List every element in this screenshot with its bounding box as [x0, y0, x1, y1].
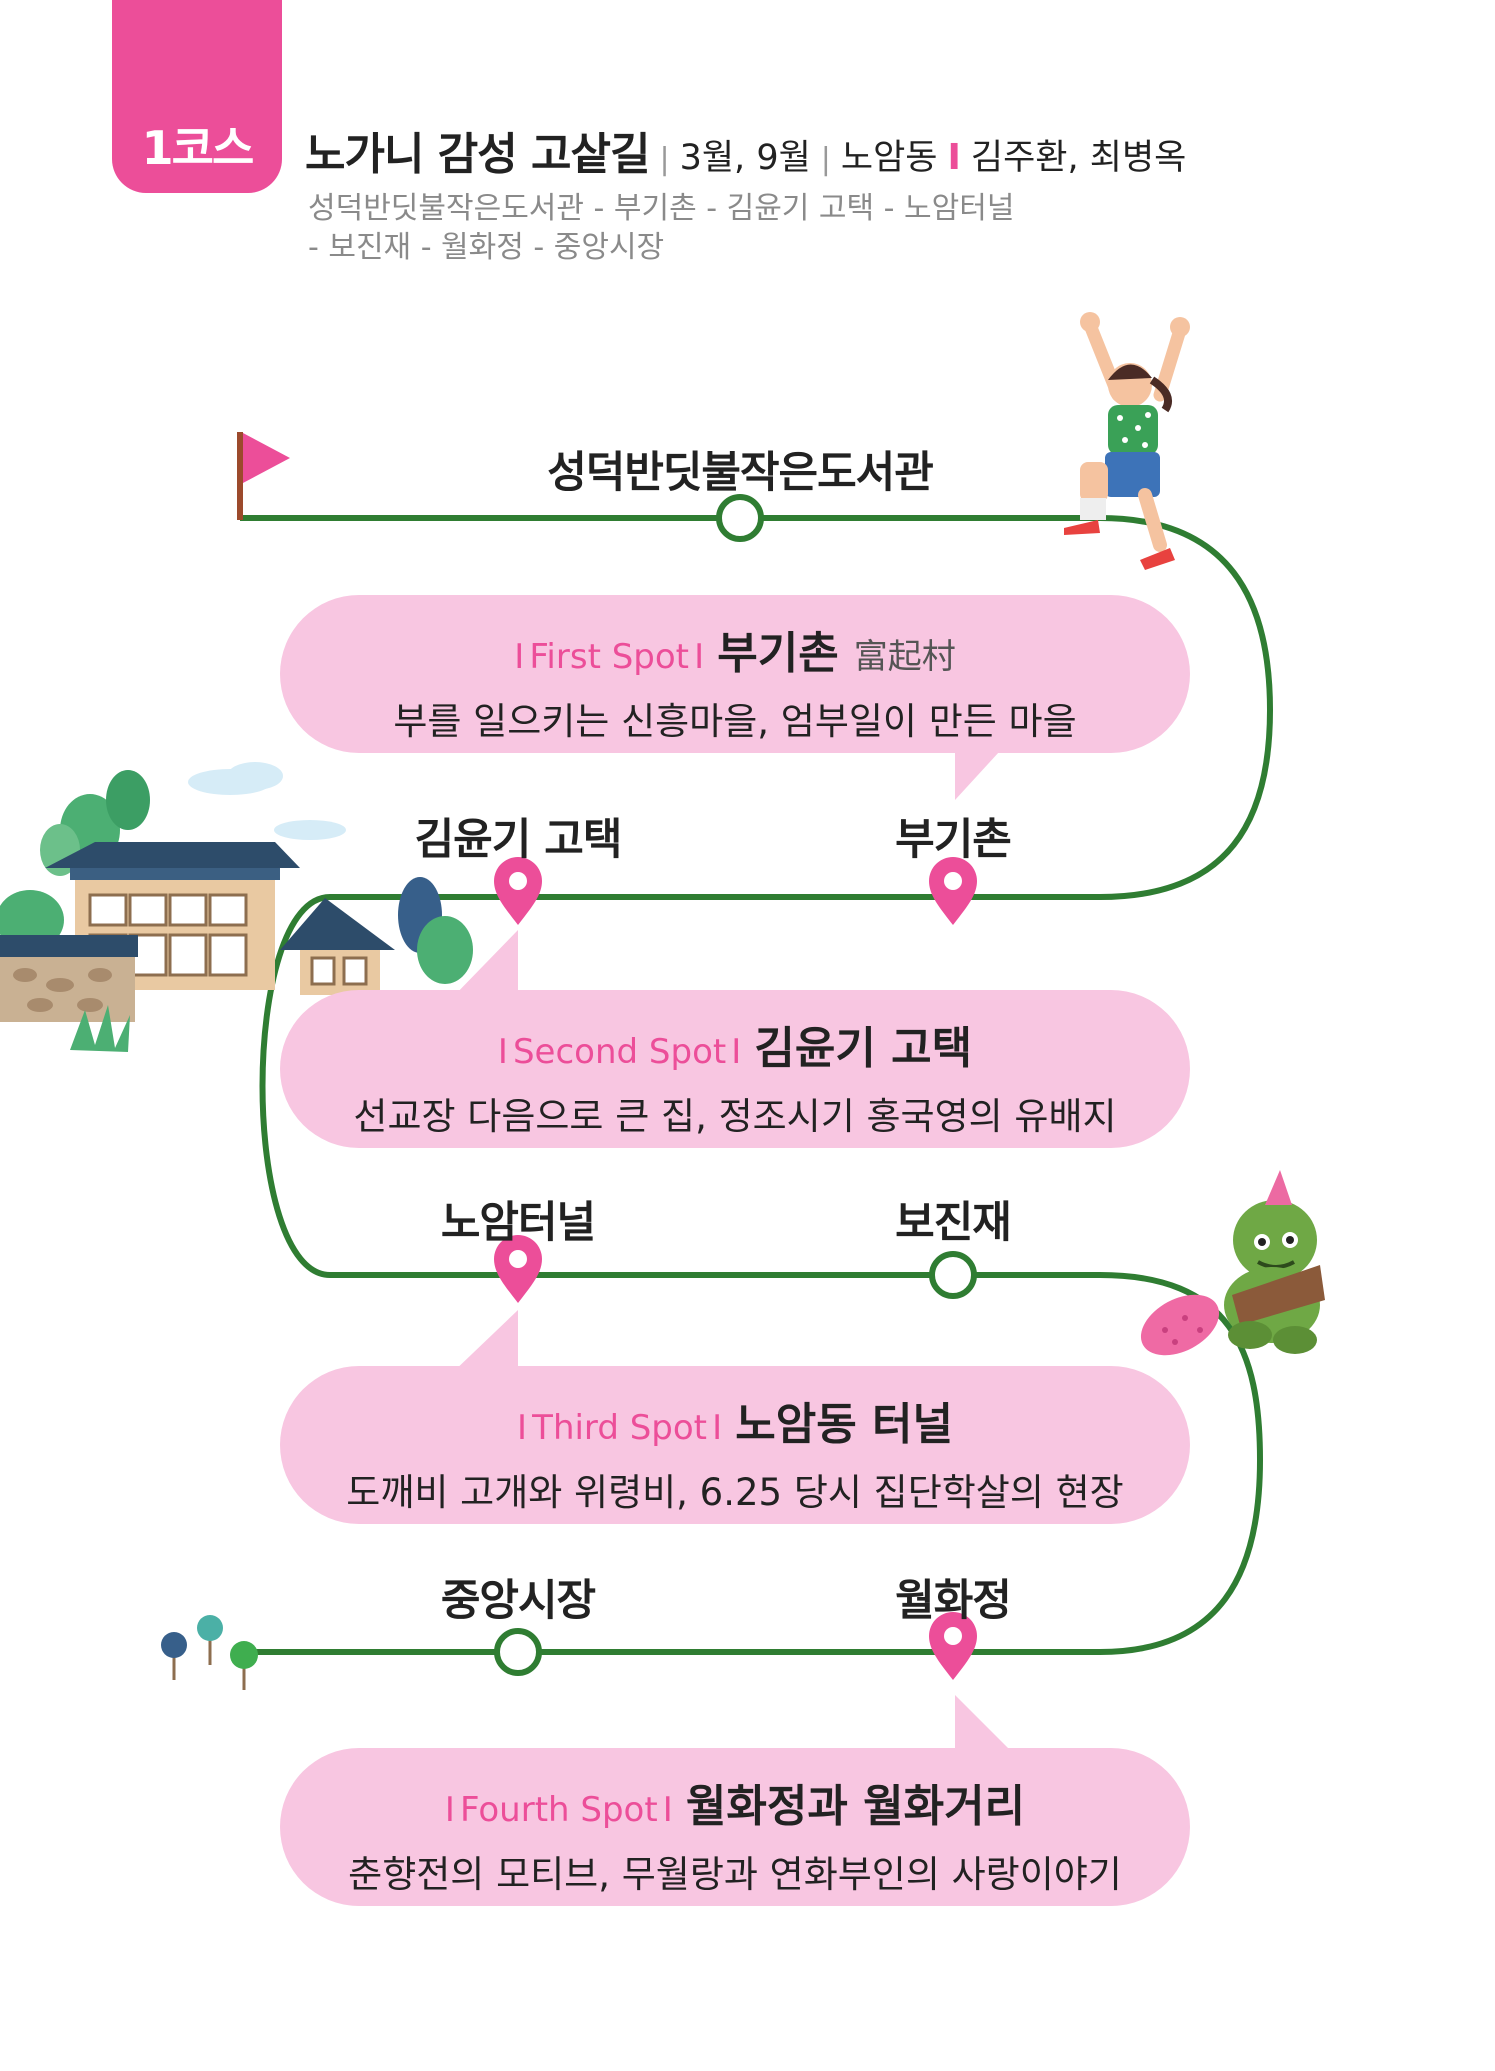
spot-label: Second Spot: [512, 1032, 727, 1072]
stop-label-noam-tunnel: 노암터널: [440, 1198, 596, 1248]
spot-bar: I: [517, 1408, 528, 1448]
spot-bar: I: [694, 637, 705, 677]
spot-label: First Spot: [529, 637, 690, 677]
stop-label-jungang: 중앙시장: [440, 1576, 596, 1626]
waypoint-circle-icon: [929, 1251, 977, 1299]
course-months: 3월, 9월: [679, 138, 811, 178]
traditional-house-illustration: [0, 762, 473, 1052]
bubble-tail: [955, 740, 1010, 800]
start-flag-icon: [237, 432, 290, 520]
map-pin-icon: [494, 1235, 542, 1303]
route-summary-line-2: - 보진재 - 월화정 - 중앙시장: [308, 230, 665, 265]
course-badge-label: 1코스: [141, 121, 255, 175]
stop-label-start: 성덕반딧불작은도서관: [547, 448, 934, 498]
spot-name: 노암동 터널: [735, 1399, 953, 1450]
spot-hanja: 富起村: [853, 637, 956, 677]
spot-bubble-second: I Second Spot I 김윤기 고택 선교장 다음으로 큰 집, 정조시…: [280, 990, 1190, 1148]
route-summary-line-1: 성덕반딧불작은도서관 - 부기촌 - 김윤기 고택 - 노암터널: [308, 191, 1015, 226]
spot-description: 도깨비 고개와 위령비, 6.25 당시 집단학살의 현장: [346, 1471, 1124, 1514]
spot-name: 월화정과 월화거리: [685, 1781, 1026, 1832]
spot-description: 춘향전의 모티브, 무월랑과 연화부인의 사랑이야기: [348, 1853, 1122, 1896]
spot-label: Fourth Spot: [460, 1790, 658, 1830]
header-separator: |: [820, 142, 831, 177]
spot-bar: I: [444, 1790, 455, 1830]
bubble-tail: [955, 1695, 1015, 1755]
spot-bubble-first: I First Spot I 부기촌 富起村 부를 일으키는 신흥마을, 엄부일…: [280, 595, 1190, 753]
spot-bar: I: [497, 1032, 508, 1072]
map-pin-icon: [494, 857, 542, 925]
goblin-illustration: [1140, 1170, 1325, 1356]
course-area: 노암동: [840, 138, 938, 178]
bubble-tail: [450, 1310, 518, 1375]
course-badge: 1코스: [112, 0, 282, 193]
stop-label-bojinjae: 보진재: [895, 1198, 1012, 1248]
spot-bar: I: [662, 1790, 673, 1830]
spot-label: Third Spot: [532, 1408, 708, 1448]
map-pin-icon: [929, 857, 977, 925]
waypoint-circle-icon: [494, 1628, 542, 1676]
spot-bar: I: [514, 637, 525, 677]
stop-label-wolhwajeong: 월화정: [895, 1576, 1012, 1626]
spot-bubble-third: I Third Spot I 노암동 터널 도깨비 고개와 위령비, 6.25 …: [280, 1366, 1190, 1524]
spot-description: 선교장 다음으로 큰 집, 정조시기 홍국영의 유배지: [353, 1095, 1117, 1138]
spot-name: 김윤기 고택: [754, 1023, 973, 1074]
header-separator: |: [659, 142, 670, 177]
course-guides: 김주환, 최병옥: [970, 138, 1187, 178]
spot-bar: I: [731, 1032, 742, 1072]
bubble-tail: [450, 930, 518, 1000]
spot-bar: I: [712, 1408, 723, 1448]
map-pin-icon: [929, 1612, 977, 1680]
spot-name: 부기촌: [717, 628, 839, 679]
spot-bubble-fourth: I Fourth Spot I 월화정과 월화거리 춘향전의 모티브, 무월랑과…: [280, 1748, 1190, 1906]
route-line: [240, 515, 1274, 1655]
stop-label-bugichon: 부기촌: [895, 815, 1012, 865]
stop-label-kimyungi: 김윤기 고택: [414, 815, 623, 865]
waypoint-circle-icon: [716, 494, 764, 542]
cheering-girl-illustration: [1064, 312, 1190, 570]
trees-icon: [161, 1615, 258, 1690]
spot-description: 부를 일으키는 신흥마을, 엄부일이 만든 마을: [393, 700, 1077, 743]
course-title: 노가니 감성 고샅길: [305, 129, 650, 180]
header-separator-pink: I: [947, 137, 961, 178]
